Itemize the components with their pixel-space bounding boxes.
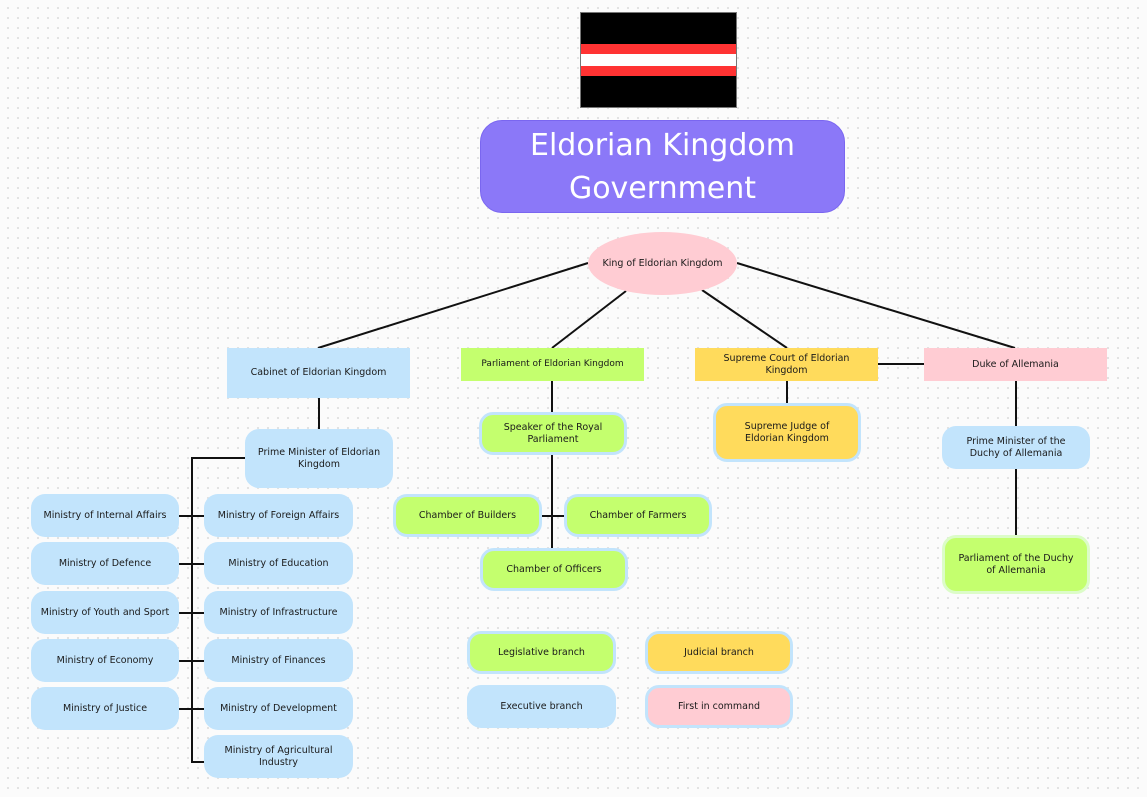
prime-minister-node[interactable]: Prime Minister of Eldorian Kingdom xyxy=(245,429,393,488)
connector-king-duke xyxy=(736,262,1016,349)
eldorian-flag xyxy=(580,12,737,108)
legend-first-in-command: First in command xyxy=(645,685,793,728)
duchy-prime-minister-node[interactable]: Prime Minister of the Duchy of Allemania xyxy=(942,426,1090,469)
ministry-node[interactable]: Ministry of Foreign Affairs xyxy=(204,494,353,537)
connector-king-court xyxy=(701,289,788,349)
supreme-judge-node[interactable]: Supreme Judge of Eldorian Kingdom xyxy=(713,403,861,462)
legend-legislative: Legislative branch xyxy=(467,631,616,674)
ministry-node[interactable]: Ministry of Internal Affairs xyxy=(31,494,179,537)
speaker-node[interactable]: Speaker of the Royal Parliament xyxy=(479,412,627,455)
ministry-node[interactable]: Ministry of Agricultural Industry xyxy=(204,735,353,778)
legend-judicial: Judicial branch xyxy=(645,631,793,674)
page-title: Eldorian Kingdom Government xyxy=(480,120,845,213)
ministry-node[interactable]: Ministry of Justice xyxy=(31,687,179,730)
connector-king-parliament xyxy=(551,290,627,349)
chamber-node[interactable]: Chamber of Builders xyxy=(393,494,542,537)
ministry-node[interactable]: Ministry of Development xyxy=(204,687,353,730)
chamber-node[interactable]: Chamber of Farmers xyxy=(564,494,712,537)
ministry-node[interactable]: Ministry of Infrastructure xyxy=(204,591,353,634)
ministry-node[interactable]: Ministry of Education xyxy=(204,542,353,585)
duke-node[interactable]: Duke of Allemania xyxy=(924,348,1107,381)
ministry-node[interactable]: Ministry of Defence xyxy=(31,542,179,585)
duchy-parliament-node[interactable]: Parliament of the Duchy of Allemania xyxy=(942,535,1090,594)
chamber-node[interactable]: Chamber of Officers xyxy=(480,548,628,591)
king-node[interactable]: King of Eldorian Kingdom xyxy=(588,232,737,295)
legend-executive: Executive branch xyxy=(467,685,616,728)
cabinet-node[interactable]: Cabinet of Eldorian Kingdom xyxy=(227,348,410,398)
supreme-court-node[interactable]: Supreme Court of Eldorian Kingdom xyxy=(695,348,878,381)
connector-king-cabinet xyxy=(317,262,589,349)
parliament-node[interactable]: Parliament of Eldorian Kingdom xyxy=(461,348,644,381)
ministry-node[interactable]: Ministry of Economy xyxy=(31,639,179,682)
ministry-node[interactable]: Ministry of Finances xyxy=(204,639,353,682)
ministry-node[interactable]: Ministry of Youth and Sport xyxy=(31,591,179,634)
connector-pm-ministries xyxy=(191,457,245,763)
